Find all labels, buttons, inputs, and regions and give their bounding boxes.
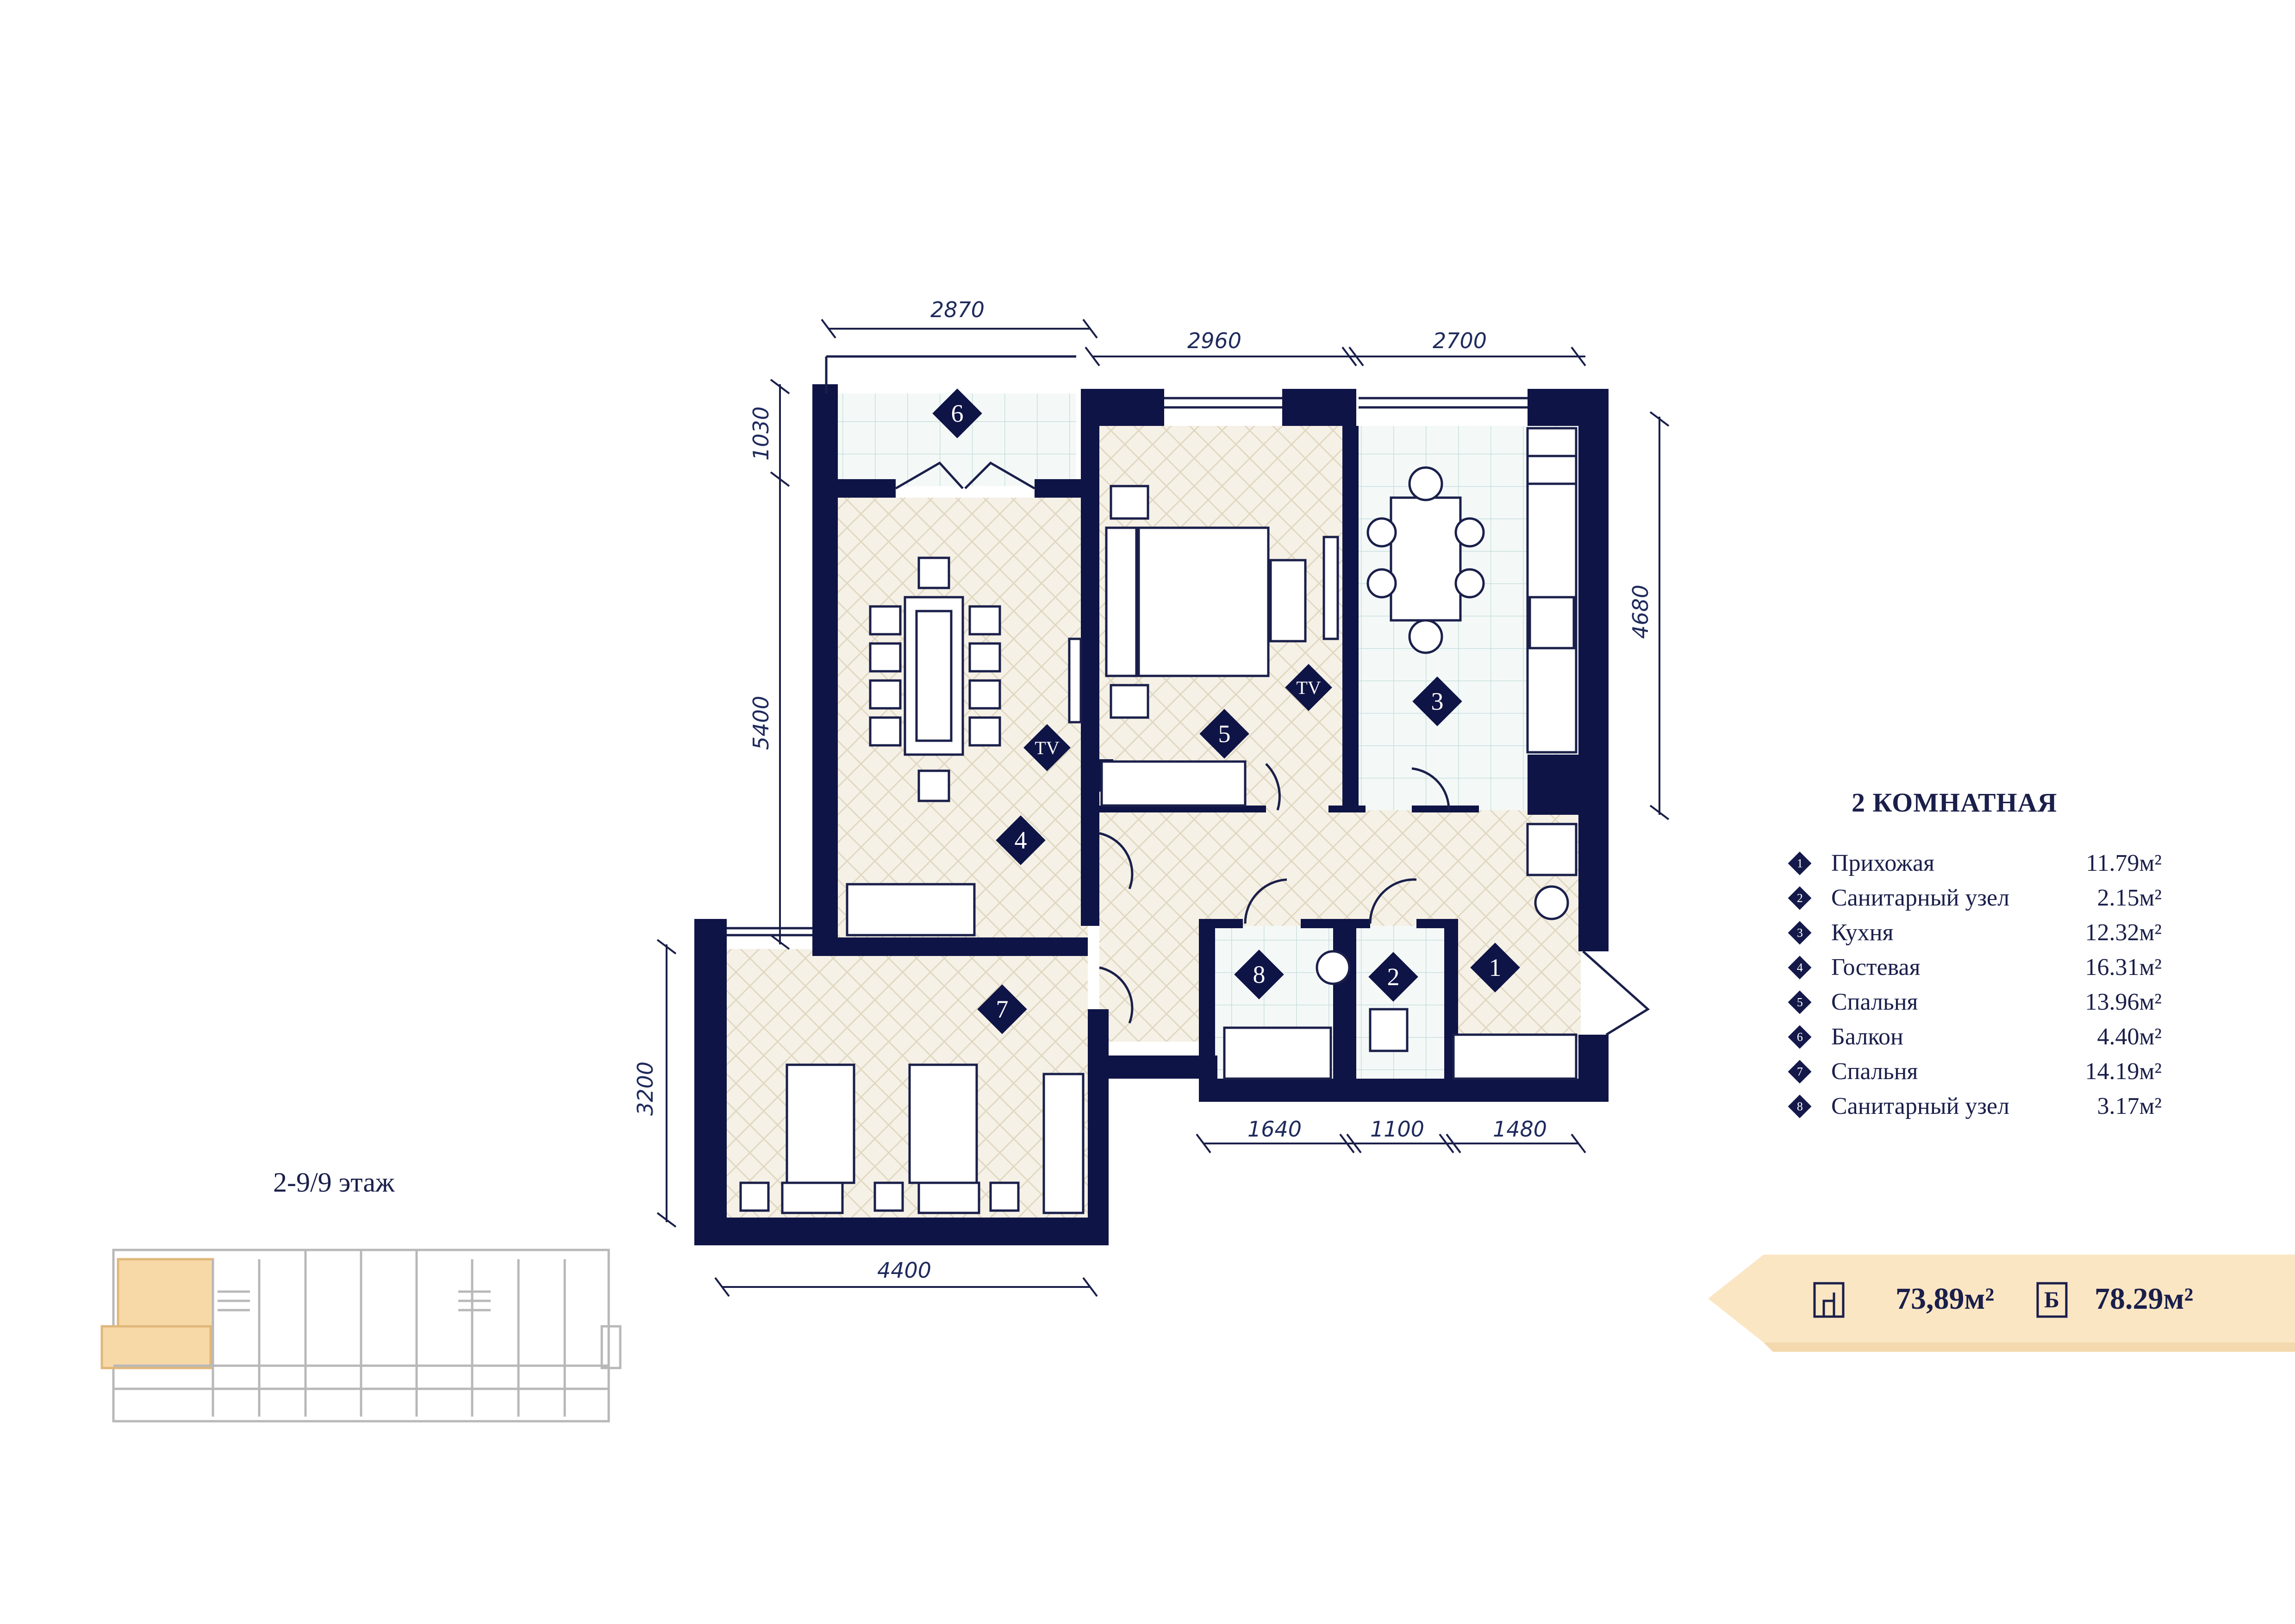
room-marker-4: 4 xyxy=(1015,826,1027,854)
legend-room-name: Балкон xyxy=(1831,1024,1903,1050)
legend-room-area: 14.19м² xyxy=(2085,1058,2162,1085)
legend-room-name: Спальня xyxy=(1831,989,1918,1015)
legend-marker: 7 xyxy=(1788,1060,1812,1083)
legend-row: 7 Спальня 14.19м² xyxy=(1788,1054,2162,1089)
total-area-value: 78.29м² xyxy=(2095,1282,2194,1316)
legend-row: 6 Балкон 4.40м² xyxy=(1788,1019,2162,1054)
plan-title: 2 КОМНАТНАЯ xyxy=(1852,787,2058,818)
dimension-labels: 2870 2960 2700 1030 5400 4680 3200 4400 … xyxy=(633,297,1653,1283)
tv-marker-guest: TV xyxy=(1035,737,1059,758)
legend-room-area: 4.40м² xyxy=(2097,1024,2162,1050)
room-marker-2: 2 xyxy=(1387,963,1400,991)
legend-room-area: 2.15м² xyxy=(2097,885,2162,911)
dim-1030: 1030 xyxy=(748,406,773,461)
walls xyxy=(694,384,1609,1245)
legend-room-name: Спальня xyxy=(1831,1058,1918,1085)
legend-marker: 1 xyxy=(1788,851,1812,875)
tv-marker-bedroom: TV xyxy=(1296,677,1321,698)
room-marker-8: 8 xyxy=(1253,961,1266,988)
legend-room-name: Прихожая xyxy=(1831,850,1935,876)
dim-4680: 4680 xyxy=(1628,585,1653,639)
legend-row: 4 Гостевая 16.31м² xyxy=(1788,950,2162,985)
dim-2700: 2700 xyxy=(1433,328,1487,353)
banner-shape xyxy=(1708,1255,2295,1352)
legend-room-area: 12.32м² xyxy=(2085,919,2162,946)
living-area-value: 73,89м² xyxy=(1896,1282,1995,1316)
legend-marker: 2 xyxy=(1788,886,1812,910)
area-banner: 73,89м² Б 78.29м² xyxy=(1708,1250,2295,1356)
room-marker-1: 1 xyxy=(1489,954,1502,981)
total-area-icon xyxy=(2036,1282,2068,1318)
legend-marker: 6 xyxy=(1788,1025,1812,1049)
room-marker-5: 5 xyxy=(1218,720,1231,748)
dim-2870: 2870 xyxy=(930,297,985,322)
dim-1480: 1480 xyxy=(1493,1117,1547,1142)
room-marker-7: 7 xyxy=(996,995,1009,1023)
legend-row: 3 Кухня 12.32м² xyxy=(1788,915,2162,950)
room-marker-6: 6 xyxy=(951,400,964,427)
dimension-lines xyxy=(656,319,1670,1297)
bath-2-floor xyxy=(1356,926,1449,1079)
legend-room-name: Кухня xyxy=(1831,919,1894,946)
dim-1100: 1100 xyxy=(1370,1117,1424,1142)
dim-5400: 5400 xyxy=(748,696,773,750)
room-marker-3: 3 xyxy=(1431,687,1444,715)
legend-row: 5 Спальня 13.96м² xyxy=(1788,985,2162,1019)
floor-label: 2-9/9 этаж xyxy=(273,1167,395,1198)
legend-marker: 5 xyxy=(1788,990,1812,1014)
openings xyxy=(727,355,1650,1036)
legend-room-area: 3.17м² xyxy=(2097,1093,2162,1119)
legend-marker: 4 xyxy=(1788,956,1812,979)
building-thumbnail xyxy=(100,1249,622,1423)
legend-room-name: Гостевая xyxy=(1831,954,1921,981)
bedroom-7-floor xyxy=(727,949,1088,1218)
legend-room-name: Санитарный узел xyxy=(1831,1093,2010,1119)
legend-row: 2 Санитарный узел 2.15м² xyxy=(1788,881,2162,915)
legend-marker: 8 xyxy=(1788,1094,1812,1118)
living-area-icon xyxy=(1813,1282,1845,1318)
dim-1640: 1640 xyxy=(1247,1117,1302,1142)
legend-room-area: 13.96м² xyxy=(2085,989,2162,1015)
legend-room-area: 11.79м² xyxy=(2086,850,2162,876)
legend-row: 8 Санитарный узел 3.17м² xyxy=(1788,1089,2162,1124)
total-area-badge: Б xyxy=(2044,1287,2060,1312)
furniture xyxy=(739,427,1578,1214)
dim-3200: 3200 xyxy=(633,1062,658,1116)
legend-marker: 3 xyxy=(1788,921,1812,944)
dim-4400: 4400 xyxy=(877,1258,931,1283)
legend-row: 1 Прихожая 11.79м² xyxy=(1788,846,2162,881)
dim-2960: 2960 xyxy=(1187,328,1241,353)
legend-room-name: Санитарный узел xyxy=(1831,885,2010,911)
legend-room-area: 16.31м² xyxy=(2085,954,2162,981)
